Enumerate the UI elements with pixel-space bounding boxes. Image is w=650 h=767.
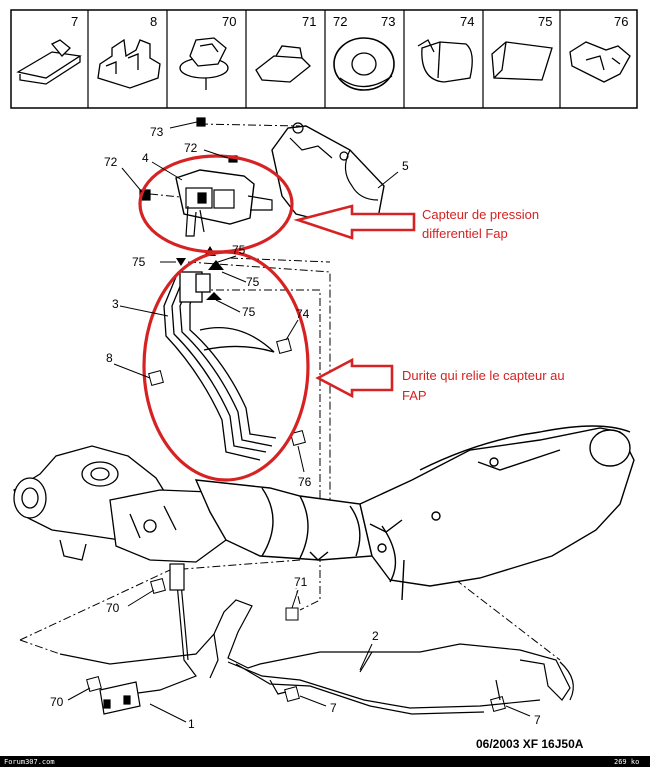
nut-73-icon xyxy=(196,117,206,127)
ring-72-73-icon xyxy=(333,37,395,91)
callout-7-b: 7 xyxy=(534,713,541,727)
red-annotations xyxy=(138,154,416,482)
hose-annotation-line1: Durite qui relie le capteur au xyxy=(402,368,565,383)
sensor-annotation-line2: differentiel Fap xyxy=(422,226,508,241)
part-label-74: 74 xyxy=(460,14,474,29)
exploded-diagram xyxy=(13,117,635,715)
callout-71: 71 xyxy=(294,575,308,589)
clip-70-icon xyxy=(179,37,229,90)
footer-site: Forum307.com xyxy=(4,758,55,766)
footer-bar xyxy=(0,756,650,767)
callout-75-a: 75 xyxy=(132,255,146,269)
parts-strip: 7 8 70 71 72 73 74 75 76 xyxy=(10,9,638,109)
hose-arrow-icon xyxy=(315,357,394,399)
hose-highlight-ellipse xyxy=(142,250,310,482)
part-label-8: 8 xyxy=(150,14,157,29)
callout-72-mid: 72 xyxy=(184,141,198,155)
callout-74: 74 xyxy=(296,307,310,321)
callout-72-left: 72 xyxy=(104,155,118,169)
callout-75-b: 75 xyxy=(232,243,246,257)
bracket-5 xyxy=(271,122,385,227)
callout-75-c: 75 xyxy=(246,275,260,289)
clip-8-icon xyxy=(97,38,161,89)
part-label-70: 70 xyxy=(222,14,236,29)
callout-8: 8 xyxy=(106,351,113,365)
callout-75-d: 75 xyxy=(242,305,256,319)
particle-filter xyxy=(194,425,635,601)
hose-3 xyxy=(163,271,277,461)
callout-70-a: 70 xyxy=(106,601,120,615)
hose-annotation-line2: FAP xyxy=(402,388,427,403)
drawing-reference: 06/2003 XF 16J50A xyxy=(476,737,584,751)
sensor-arrow-icon xyxy=(293,204,416,240)
clip-71-icon xyxy=(255,45,311,83)
callout-2: 2 xyxy=(372,629,379,643)
pressure-sensor-4 xyxy=(175,169,273,237)
part-label-75: 75 xyxy=(538,14,552,29)
footer-size: 269 ko xyxy=(614,758,639,766)
part-label-76: 76 xyxy=(614,14,628,29)
callout-7-a: 7 xyxy=(330,701,337,715)
clamp-74-icon xyxy=(417,39,473,83)
callout-73: 73 xyxy=(150,125,164,139)
callout-leaders xyxy=(67,121,531,723)
callout-5: 5 xyxy=(402,159,409,173)
part-label-7: 7 xyxy=(71,14,78,29)
callout-1: 1 xyxy=(188,717,195,731)
callout-3: 3 xyxy=(112,297,119,311)
clip-7-icon xyxy=(16,39,82,85)
part-label-72: 72 xyxy=(333,14,347,29)
part-label-73: 73 xyxy=(381,14,395,29)
sleeve-75-icon xyxy=(491,41,553,81)
sensor-annotation-line1: Capteur de pression xyxy=(422,207,539,222)
turbo-manifold xyxy=(13,445,231,563)
callout-70-b: 70 xyxy=(50,695,64,709)
callout-76: 76 xyxy=(298,475,312,489)
part-label-71: 71 xyxy=(302,14,316,29)
connector-76-icon xyxy=(569,41,631,83)
callout-4: 4 xyxy=(142,151,149,165)
wiring-harness xyxy=(59,563,574,715)
